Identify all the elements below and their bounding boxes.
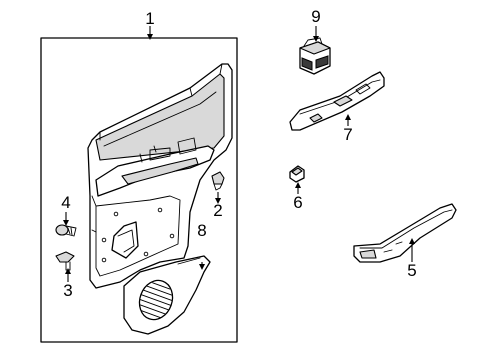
callout-2: 2: [213, 201, 222, 220]
clip-2: [211, 171, 225, 191]
leader-arrowheads: [63, 34, 415, 274]
callout-3: 3: [63, 281, 72, 300]
window-switch: [299, 37, 331, 75]
pull-strip: [353, 203, 457, 263]
switch-bezel: [289, 71, 385, 131]
callout-7: 7: [343, 125, 352, 144]
push-pin-3: [55, 251, 75, 271]
callout-5: 5: [407, 261, 416, 280]
callout-9: 9: [311, 7, 320, 26]
callout-8: 8: [197, 221, 206, 240]
assembly-frame: [40, 37, 238, 343]
screw-4: [55, 224, 77, 237]
door-trim-panel: [87, 63, 233, 289]
callout-4: 4: [61, 193, 70, 212]
speaker-grille: [123, 255, 211, 335]
callout-6: 6: [293, 193, 302, 212]
clip-6: [289, 165, 305, 183]
callout-1: 1: [145, 9, 154, 28]
